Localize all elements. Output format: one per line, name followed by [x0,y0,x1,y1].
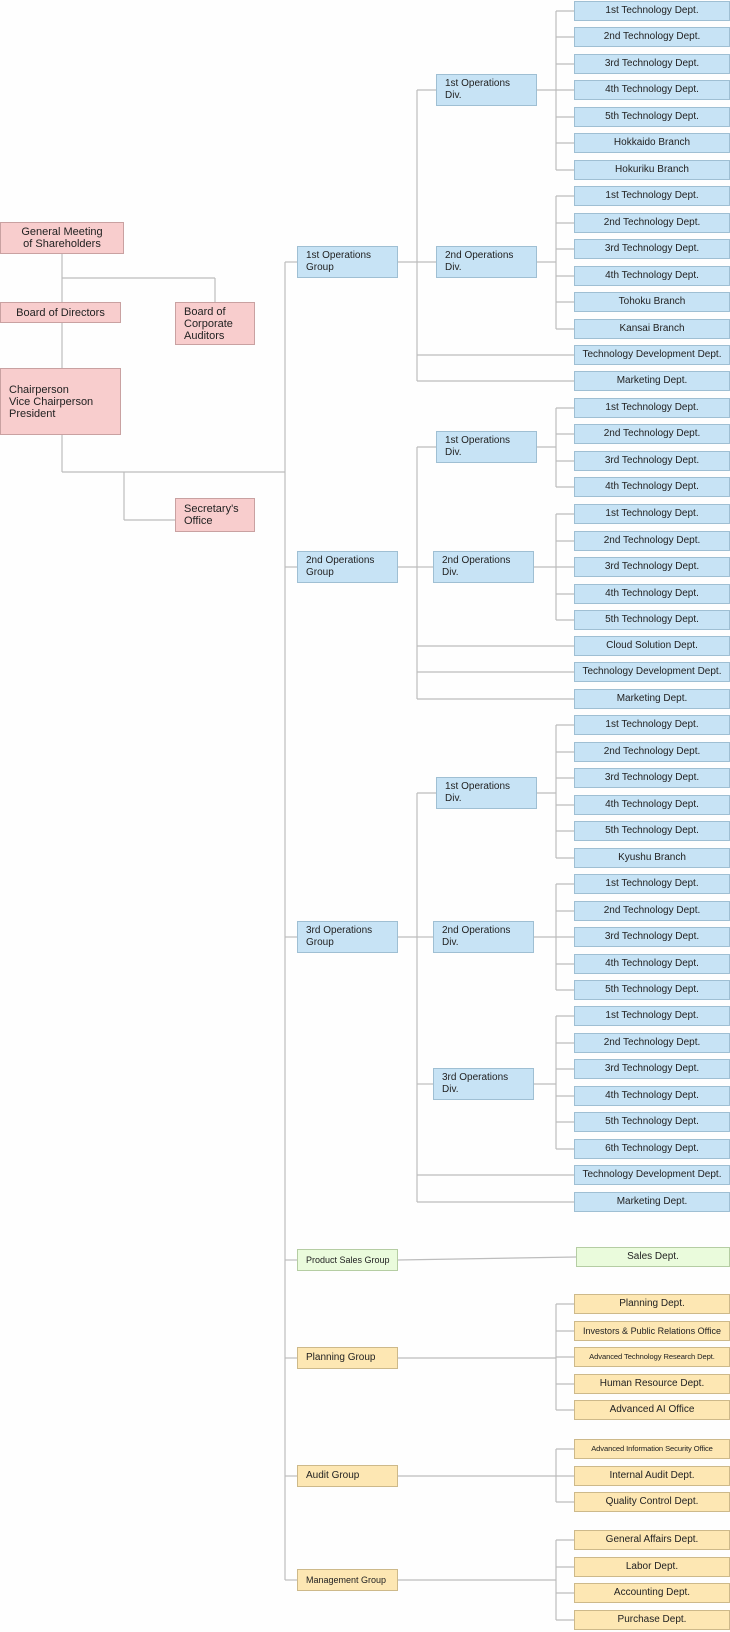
division-g2d1: 1st Operations Div. [436,431,537,463]
department-management-3: Purchase Dept. [574,1610,730,1630]
department-g2d2-2: 3rd Technology Dept. [574,557,730,577]
department-g1d1-2: 3rd Technology Dept. [574,54,730,74]
department-g3d3-1: 2nd Technology Dept. [574,1033,730,1053]
secretary-office-box: Secretary's Office [175,498,255,532]
department-g3d1-2: 3rd Technology Dept. [574,768,730,788]
department-g1d1-0: 1st Technology Dept. [574,1,730,21]
corporate-auditors-box: Board of Corporate Auditors [175,302,255,345]
department-g3d2-1: 2nd Technology Dept. [574,901,730,921]
shareholders-box: General Meeting of Shareholders [0,222,124,254]
department-g3d3-5: 6th Technology Dept. [574,1139,730,1159]
department-management-1: Labor Dept. [574,1557,730,1577]
department-g2-0: Cloud Solution Dept. [574,636,730,656]
group-management: Management Group [297,1569,398,1591]
department-g1d2-1: 2nd Technology Dept. [574,213,730,233]
department-g1d2-4: Tohoku Branch [574,292,730,312]
department-g2d2-1: 2nd Technology Dept. [574,531,730,551]
group-product-sales: Product Sales Group [297,1249,398,1271]
department-audit-1: Internal Audit Dept. [574,1466,730,1486]
department-sales-0: Sales Dept. [576,1247,730,1267]
department-planning-2: Advanced Technology Research Dept. [574,1347,730,1367]
department-g2-1: Technology Development Dept. [574,662,730,682]
department-planning-1: Investors & Public Relations Office [574,1321,730,1341]
department-g1d1-5: Hokkaido Branch [574,133,730,153]
department-g3-0: Technology Development Dept. [574,1165,730,1185]
department-audit-2: Quality Control Dept. [574,1492,730,1512]
department-g1d1-1: 2nd Technology Dept. [574,27,730,47]
department-management-0: General Affairs Dept. [574,1530,730,1550]
department-g3d3-0: 1st Technology Dept. [574,1006,730,1026]
division-g3d3: 3rd Operations Div. [433,1068,534,1100]
department-g2d1-3: 4th Technology Dept. [574,477,730,497]
department-g3d3-4: 5th Technology Dept. [574,1112,730,1132]
chairperson-box: Chairperson Vice Chairperson President [0,368,121,435]
department-g1d1-4: 5th Technology Dept. [574,107,730,127]
department-management-2: Accounting Dept. [574,1583,730,1603]
department-g1d2-5: Kansai Branch [574,319,730,339]
department-g3d1-0: 1st Technology Dept. [574,715,730,735]
group-planning: Planning Group [297,1347,398,1369]
department-g1-0: Technology Development Dept. [574,345,730,365]
department-g3d2-3: 4th Technology Dept. [574,954,730,974]
division-g3d2: 2nd Operations Div. [433,921,534,953]
department-g1d2-0: 1st Technology Dept. [574,186,730,206]
group-3rd-operations: 3rd Operations Group [297,921,398,953]
department-g3d2-0: 1st Technology Dept. [574,874,730,894]
group-audit: Audit Group [297,1465,398,1487]
department-g1d2-2: 3rd Technology Dept. [574,239,730,259]
department-g1d1-3: 4th Technology Dept. [574,80,730,100]
department-g2d1-1: 2nd Technology Dept. [574,424,730,444]
division-g1d2: 2nd Operations Div. [436,246,537,278]
connector-line [397,1256,577,1261]
department-g3d3-2: 3rd Technology Dept. [574,1059,730,1079]
board-of-directors-box: Board of Directors [0,302,121,323]
department-planning-3: Human Resource Dept. [574,1374,730,1394]
department-g2d1-0: 1st Technology Dept. [574,398,730,418]
department-planning-0: Planning Dept. [574,1294,730,1314]
department-g2d1-2: 3rd Technology Dept. [574,451,730,471]
division-g2d2: 2nd Operations Div. [433,551,534,583]
department-g3d2-2: 3rd Technology Dept. [574,927,730,947]
department-audit-0: Advanced Information Security Office [574,1439,730,1459]
department-g1d2-3: 4th Technology Dept. [574,266,730,286]
department-planning-4: Advanced AI Office [574,1400,730,1420]
group-2nd-operations: 2nd Operations Group [297,551,398,583]
department-g1-1: Marketing Dept. [574,371,730,391]
department-g2d2-4: 5th Technology Dept. [574,610,730,630]
division-g3d1: 1st Operations Div. [436,777,537,809]
department-g3d1-3: 4th Technology Dept. [574,795,730,815]
department-g3-1: Marketing Dept. [574,1192,730,1212]
department-g3d1-4: 5th Technology Dept. [574,821,730,841]
group-1st-operations: 1st Operations Group [297,246,398,278]
department-g2d2-3: 4th Technology Dept. [574,584,730,604]
department-g2-2: Marketing Dept. [574,689,730,709]
department-g3d1-5: Kyushu Branch [574,848,730,868]
department-g3d3-3: 4th Technology Dept. [574,1086,730,1106]
division-g1d1: 1st Operations Div. [436,74,537,106]
department-g2d2-0: 1st Technology Dept. [574,504,730,524]
department-g3d2-4: 5th Technology Dept. [574,980,730,1000]
department-g3d1-1: 2nd Technology Dept. [574,742,730,762]
department-g1d1-6: Hokuriku Branch [574,160,730,180]
